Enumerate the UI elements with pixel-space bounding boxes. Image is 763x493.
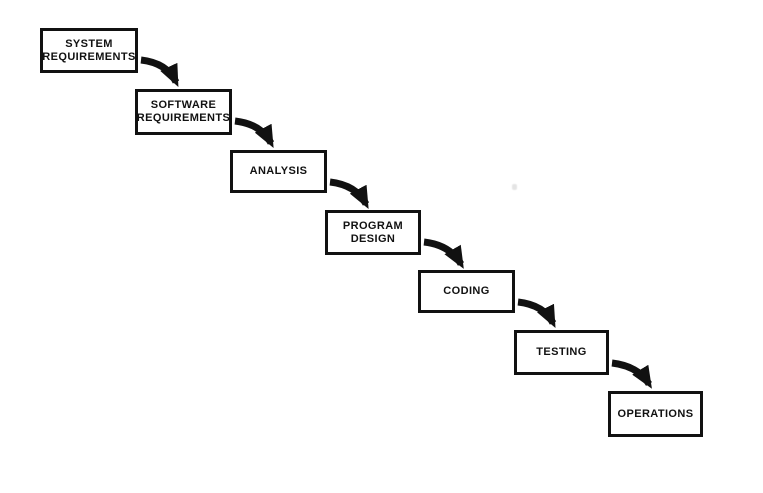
flow-arrow-5 xyxy=(517,298,557,329)
step-label: OPERATIONS xyxy=(617,407,694,420)
step-software-requirements: SOFTWARE REQUIREMENTS xyxy=(135,89,232,135)
scan-artifact-speck xyxy=(512,184,517,190)
flow-arrow-6 xyxy=(611,359,652,389)
flow-arrow-3 xyxy=(329,178,370,209)
flow-arrow-1 xyxy=(140,56,180,88)
step-label: CODING xyxy=(443,285,490,297)
step-label: SYSTEM REQUIREMENTS xyxy=(42,37,136,63)
step-label: PROGRAM DESIGN xyxy=(342,219,404,245)
step-operations: OPERATIONS xyxy=(608,391,703,437)
step-label: SOFTWARE REQUIREMENTS xyxy=(136,99,231,124)
step-label: TESTING xyxy=(536,346,587,358)
step-system-requirements: SYSTEM REQUIREMENTS xyxy=(40,28,138,73)
step-label: ANALYSIS xyxy=(249,165,308,177)
step-coding: CODING xyxy=(418,270,515,313)
step-testing: TESTING xyxy=(514,330,609,375)
step-analysis: ANALYSIS xyxy=(230,150,327,193)
flow-arrow-4 xyxy=(423,238,465,269)
step-program-design: PROGRAM DESIGN xyxy=(325,210,421,255)
flow-arrow-2 xyxy=(234,117,275,148)
